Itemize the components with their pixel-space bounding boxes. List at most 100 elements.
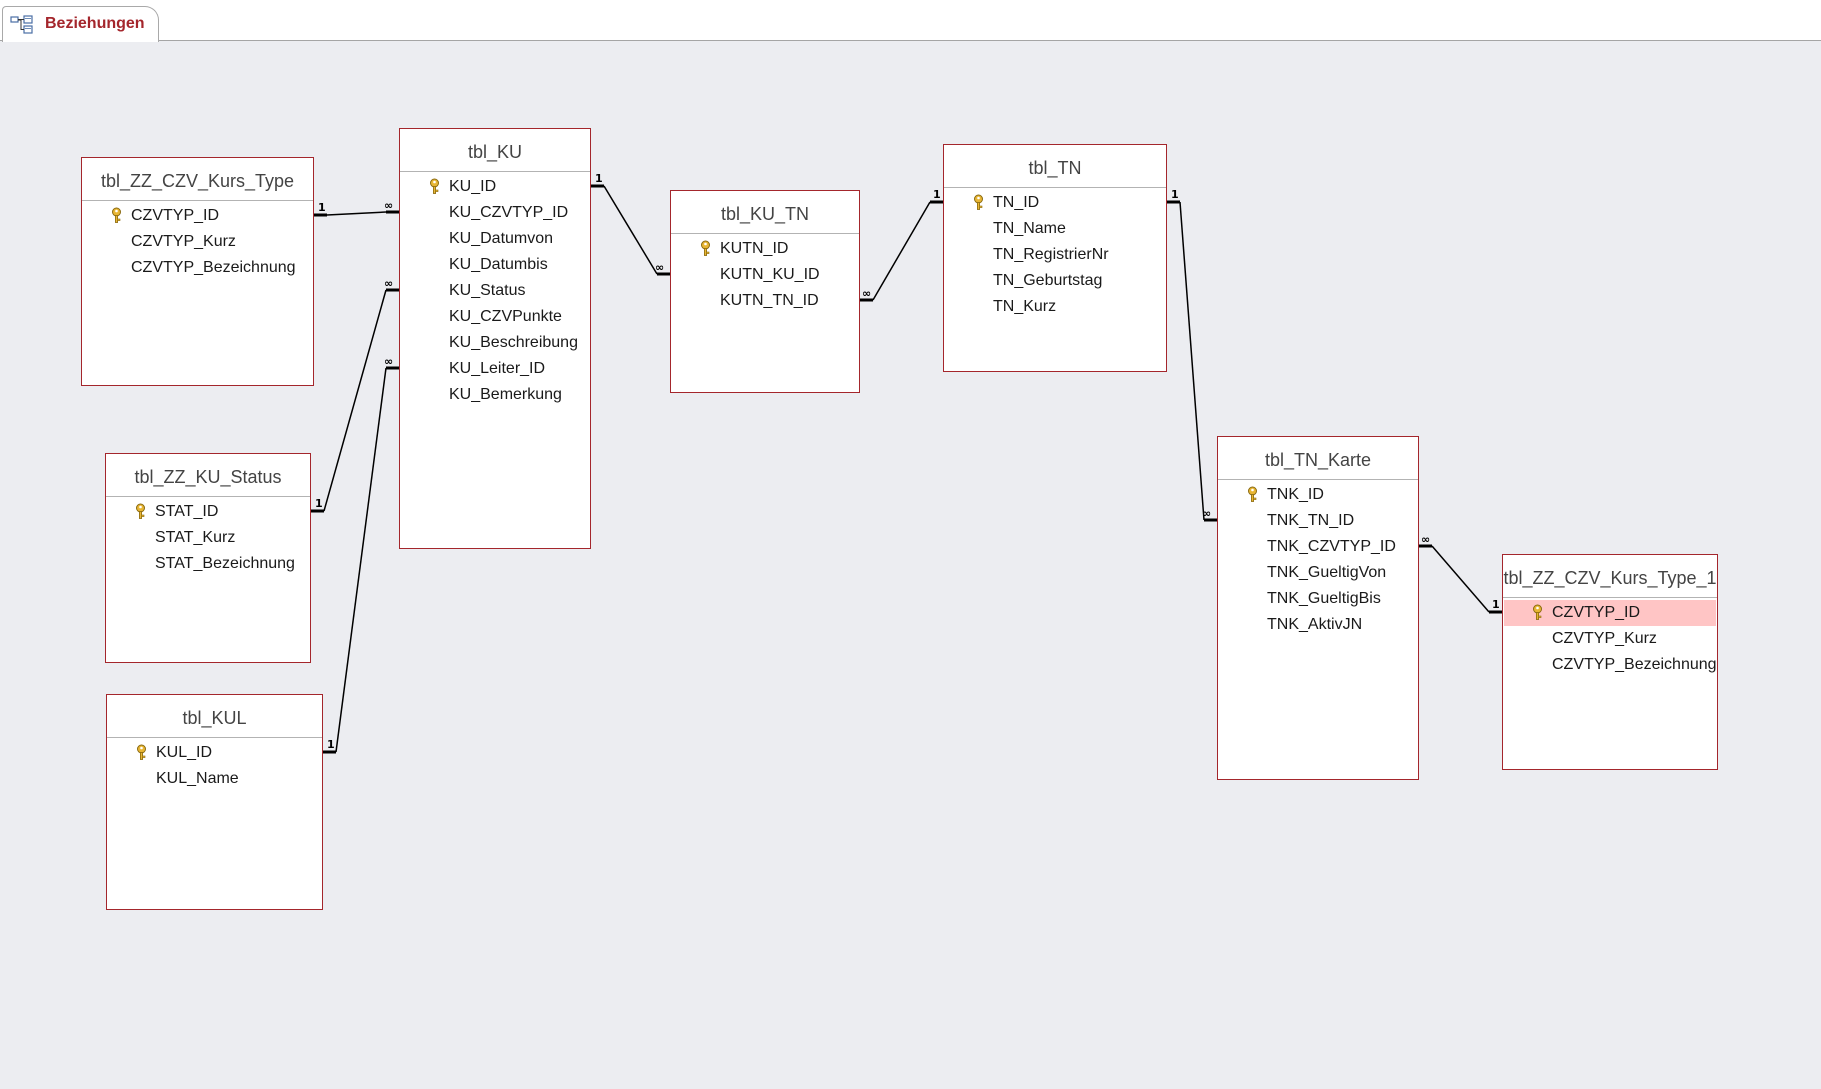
table-title[interactable]: tbl_TN [944, 145, 1166, 188]
field-list: KUTN_ID KUTN_KU_ID KUTN_TN_ID [671, 234, 859, 314]
field-label: TN_Name [993, 220, 1066, 237]
field-czvtyp-kurz[interactable]: CZVTYP_Kurz [83, 229, 312, 255]
field-tnk-gueltigbis[interactable]: TNK_GueltigBis [1219, 586, 1417, 612]
field-label: TN_Geburtstag [993, 272, 1103, 289]
relationship-one-label: 1 [1492, 598, 1500, 611]
relationship-one-label: 1 [315, 497, 323, 510]
primary-key-icon [972, 194, 985, 211]
relationship-line [323, 289, 387, 512]
table-title[interactable]: tbl_TN_Karte [1218, 437, 1418, 480]
field-tn-geburtstag[interactable]: TN_Geburtstag [945, 268, 1165, 294]
field-label: KU_Status [449, 282, 526, 299]
relationship-one-label: 1 [318, 201, 326, 214]
relationship-line [1431, 545, 1490, 613]
primary-key-icon [699, 240, 712, 257]
field-label: TNK_GueltigBis [1267, 590, 1381, 607]
field-tnk-aktivjn[interactable]: TNK_AktivJN [1219, 612, 1417, 638]
primary-key-icon [428, 178, 441, 195]
field-label: KUTN_KU_ID [720, 266, 820, 283]
field-czvtyp-bezeichnung[interactable]: CZVTYP_Bezeichnung [83, 255, 312, 281]
relationship-lines: 1∞1∞1∞1∞1∞1∞1∞ [311, 172, 1502, 754]
field-label: KU_CZVPunkte [449, 308, 562, 325]
field-tnk-tn-id[interactable]: TNK_TN_ID [1219, 508, 1417, 534]
field-tnk-id[interactable]: TNK_ID [1219, 482, 1417, 508]
field-ku-czvpunkte[interactable]: KU_CZVPunkte [401, 304, 589, 330]
field-ku-bemerkung[interactable]: KU_Bemerkung [401, 382, 589, 408]
field-kutn-ku-id[interactable]: KUTN_KU_ID [672, 262, 858, 288]
field-ku-datumbis[interactable]: KU_Datumbis [401, 252, 589, 278]
field-ku-beschreibung[interactable]: KU_Beschreibung [401, 330, 589, 356]
primary-key-icon [1531, 604, 1544, 621]
field-stat-kurz[interactable]: STAT_Kurz [107, 525, 309, 551]
document-tab-bar: Beziehungen [0, 0, 1821, 42]
field-kul-id[interactable]: KUL_ID [108, 740, 321, 766]
field-label: TN_Kurz [993, 298, 1057, 315]
relationship-line [603, 185, 658, 275]
field-kutn-id[interactable]: KUTN_ID [672, 236, 858, 262]
relationship-one-label: 1 [933, 188, 941, 201]
field-tn-name[interactable]: TN_Name [945, 216, 1165, 242]
field-label: TNK_TN_ID [1267, 512, 1355, 529]
field-czvtyp-id[interactable]: CZVTYP_ID [83, 203, 312, 229]
field-tn-registriernr[interactable]: TN_RegistrierNr [945, 242, 1165, 268]
field-label: KUL_Name [156, 770, 239, 787]
field-ku-czvtyp-id[interactable]: KU_CZVTYP_ID [401, 200, 589, 226]
field-label: KUTN_TN_ID [720, 292, 819, 309]
table-tbl-ku-tn[interactable]: tbl_KU_TN KUTN_ID KUTN_KU_ID KUTN_TN_ID [670, 190, 860, 393]
field-kutn-tn-id[interactable]: KUTN_TN_ID [672, 288, 858, 314]
primary-key-icon [1246, 486, 1259, 503]
table-title[interactable]: tbl_ZZ_KU_Status [106, 454, 310, 497]
field-kul-name[interactable]: KUL_Name [108, 766, 321, 792]
relationship-line [872, 201, 931, 301]
field-ku-leiter-id[interactable]: KU_Leiter_ID [401, 356, 589, 382]
field-label: KUTN_ID [720, 240, 789, 257]
relationship-one-label: 1 [1171, 188, 1179, 201]
field-label: TNK_CZVTYP_ID [1267, 538, 1396, 555]
field-label: CZVTYP_Bezeichnung [1552, 656, 1717, 673]
field-label: TNK_ID [1267, 486, 1324, 503]
field-czvtyp-bezeichnung[interactable]: CZVTYP_Bezeichnung [1504, 652, 1717, 678]
primary-key-icon [134, 503, 147, 520]
table-title[interactable]: tbl_KUL [107, 695, 322, 738]
field-label: TNK_AktivJN [1267, 616, 1363, 633]
field-label: TN_RegistrierNr [993, 246, 1109, 263]
field-ku-status[interactable]: KU_Status [401, 278, 589, 304]
field-label: CZVTYP_Kurz [1552, 630, 1657, 647]
field-label: KU_ID [449, 178, 497, 195]
field-tnk-czvtyp-id[interactable]: TNK_CZVTYP_ID [1219, 534, 1417, 560]
relationship-one-label: 1 [595, 172, 603, 185]
field-ku-id[interactable]: KU_ID [401, 174, 589, 200]
primary-key-icon [135, 744, 148, 761]
field-label: STAT_ID [155, 503, 219, 520]
field-list: KUL_ID KUL_Name [107, 738, 322, 792]
table-title[interactable]: tbl_ZZ_CZV_Kurs_Type_1 [1503, 555, 1717, 598]
table-title[interactable]: tbl_ZZ_CZV_Kurs_Type [82, 158, 313, 201]
table-title[interactable]: tbl_KU [400, 129, 590, 172]
field-ku-datumvon[interactable]: KU_Datumvon [401, 226, 589, 252]
table-tbl-kul[interactable]: tbl_KUL KUL_ID KUL_Name [106, 694, 323, 910]
field-stat-bezeichnung[interactable]: STAT_Bezeichnung [107, 551, 309, 577]
table-title[interactable]: tbl_KU_TN [671, 191, 859, 234]
field-label: KUL_ID [156, 744, 213, 761]
relationship-line [326, 211, 387, 216]
relationship-line [1179, 201, 1205, 521]
field-czvtyp-id[interactable]: CZVTYP_ID [1504, 600, 1716, 626]
field-tn-id[interactable]: TN_ID [945, 190, 1165, 216]
field-tnk-gueltigvon[interactable]: TNK_GueltigVon [1219, 560, 1417, 586]
field-czvtyp-kurz[interactable]: CZVTYP_Kurz [1504, 626, 1716, 652]
field-tn-kurz[interactable]: TN_Kurz [945, 294, 1165, 320]
field-stat-id[interactable]: STAT_ID [107, 499, 309, 525]
tab-beziehungen[interactable]: Beziehungen [2, 6, 159, 42]
relationship-many-label: ∞ [1202, 507, 1211, 520]
field-label: TNK_GueltigVon [1267, 564, 1387, 581]
